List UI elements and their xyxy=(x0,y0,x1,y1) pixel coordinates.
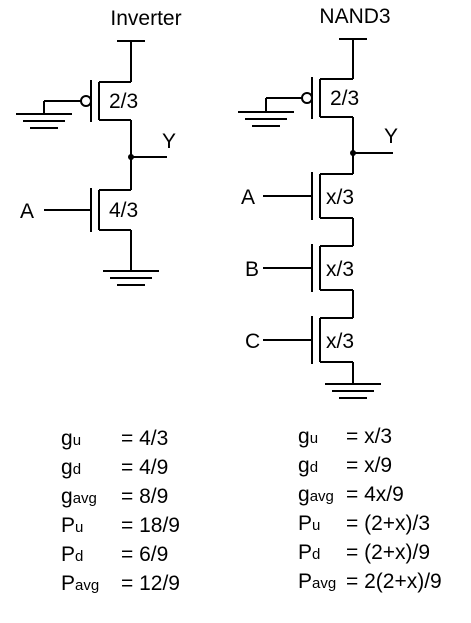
nand3-input-c: C xyxy=(245,330,260,353)
nand3-nmos-a-size: x/3 xyxy=(326,186,354,209)
equation-value: = (2+x)/9 xyxy=(346,541,431,564)
inverter-output-label: Y xyxy=(162,130,176,153)
equation-value: = 4/9 xyxy=(121,456,169,479)
equation-subscript: avg xyxy=(309,488,334,505)
equation-symbol: P xyxy=(298,570,313,593)
nand3-nmos-a: A x/3 xyxy=(241,172,354,220)
equation-symbol: P xyxy=(61,572,76,595)
nand3-title: NAND3 xyxy=(319,5,390,28)
equation-subscript: avg xyxy=(75,577,100,594)
inverter-equation-row: Pavg = 12/9 xyxy=(61,569,241,598)
equation-value: = 12/9 xyxy=(121,572,180,595)
inverter-nmos: A 4/3 xyxy=(20,188,138,232)
inverter-pmos-bubble xyxy=(80,95,92,107)
nand3-nmos-c-size: x/3 xyxy=(326,330,354,353)
inverter-equation-row: Pu = 18/9 xyxy=(61,511,241,540)
equation-value: = 4/3 xyxy=(121,427,169,450)
inverter-equation-row: gd = 4/9 xyxy=(61,453,241,482)
nand3-equation-row: gavg = 4x/9 xyxy=(298,480,470,509)
inverter-equation-row: Pd = 6/9 xyxy=(61,540,241,569)
nand3-equation-row: gu = x/3 xyxy=(298,422,470,451)
equation-subscript: avg xyxy=(312,575,337,592)
equation-subscript: d xyxy=(72,461,82,478)
nand3-input-a: A xyxy=(241,186,255,209)
equation-subscript: u xyxy=(72,432,82,449)
equation-symbol: P xyxy=(61,514,76,537)
equation-subscript: u xyxy=(309,430,319,447)
equation-value: = x/9 xyxy=(346,454,393,477)
equation-subscript: u xyxy=(312,517,321,534)
nand3-nmos-c: C x/3 xyxy=(245,316,354,364)
equation-value: = 18/9 xyxy=(121,514,180,537)
equation-subscript: d xyxy=(75,548,84,565)
nand3-pmos-bubble xyxy=(301,92,313,104)
equation-symbol: g xyxy=(61,456,73,479)
nand3-equation-row: Pavg = 2(2+x)/9 xyxy=(298,567,470,596)
nand3-equation-row: Pu = (2+x)/3 xyxy=(298,509,470,538)
inverter-title: Inverter xyxy=(110,7,181,30)
inverter-circuit: Inverter 2/3 Y xyxy=(16,7,182,286)
equation-symbol: g xyxy=(298,454,310,477)
equation-symbol: g xyxy=(61,485,73,508)
inverter-equation-row: gu = 4/3 xyxy=(61,424,241,453)
nand3-nmos-b-size: x/3 xyxy=(326,258,354,281)
equation-value: = 2(2+x)/9 xyxy=(346,570,442,593)
nand3-output-label: Y xyxy=(384,125,398,148)
nand3-equation-row: gd = x/9 xyxy=(298,451,470,480)
equation-symbol: P xyxy=(298,512,313,535)
equation-value: = (2+x)/3 xyxy=(346,512,431,535)
equation-subscript: d xyxy=(312,546,321,563)
inverter-pmos: 2/3 xyxy=(16,80,138,129)
equation-value: = 4x/9 xyxy=(346,483,404,506)
nand3-equation-row: Pd = (2+x)/9 xyxy=(298,538,470,567)
equation-subscript: u xyxy=(75,519,84,536)
schematic: Inverter 2/3 Y xyxy=(16,5,398,399)
equation-value: = 6/9 xyxy=(121,543,169,566)
equation-symbol: P xyxy=(298,541,313,564)
equation-subscript: d xyxy=(309,459,319,476)
inverter-equation-row: gavg = 8/9 xyxy=(61,482,241,511)
inverter-input-label: A xyxy=(20,200,34,223)
nand3-pmos: 2/3 xyxy=(238,77,359,127)
equation-value: = x/3 xyxy=(346,425,393,448)
equation-symbol: g xyxy=(298,425,310,448)
equation-symbol: g xyxy=(61,427,73,450)
nand3-circuit: NAND3 2/3 Y A xyxy=(238,5,398,399)
nand3-nmos-b: B x/3 xyxy=(245,244,354,292)
equation-symbol: g xyxy=(298,483,310,506)
nand3-pmos-size: 2/3 xyxy=(330,87,359,110)
inverter-pmos-size: 2/3 xyxy=(109,90,138,113)
nand3-input-b: B xyxy=(245,258,259,281)
inverter-nmos-size: 4/3 xyxy=(109,199,138,222)
equation-symbol: P xyxy=(61,543,76,566)
equation-value: = 8/9 xyxy=(121,485,169,508)
equation-subscript: avg xyxy=(72,490,97,507)
